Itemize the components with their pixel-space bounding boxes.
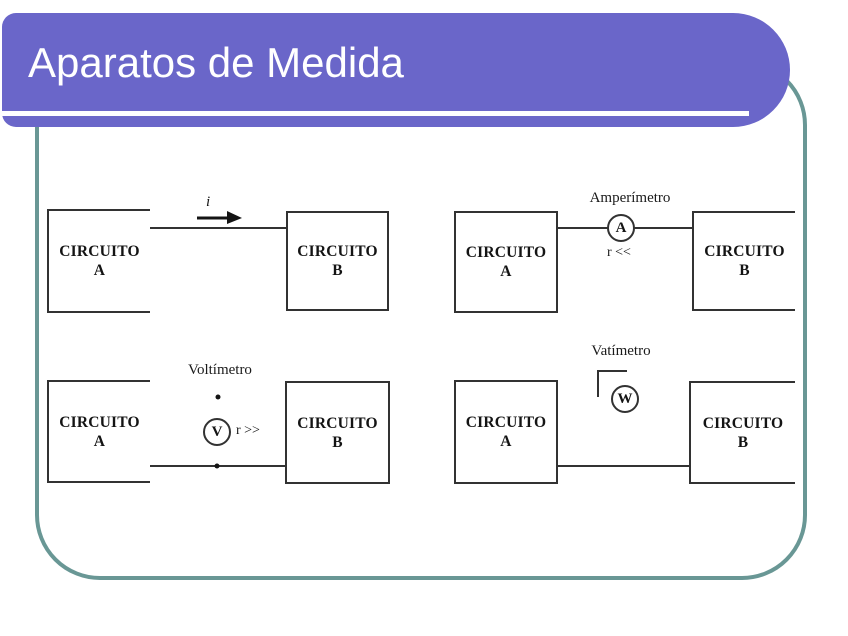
circuit-box-label: CIRCUITO xyxy=(704,243,785,260)
circuit-box-label: A xyxy=(93,262,106,279)
title-underline xyxy=(0,111,749,116)
circuit-box-b: CIRCUITO B xyxy=(285,381,390,484)
circuit-box-label: A xyxy=(500,433,512,450)
wattmeter-symbol: W xyxy=(611,385,639,413)
circuit-box-a: CIRCUITO A xyxy=(47,209,150,313)
slide-content-frame xyxy=(35,60,807,580)
circuit-box-b: CIRCUITO B xyxy=(692,211,795,311)
wattmeter-label: Vatímetro xyxy=(591,343,651,359)
circuit-box-b: CIRCUITO B xyxy=(286,211,389,311)
slide-title: Aparatos de Medida xyxy=(28,39,404,86)
circuit-box-label: B xyxy=(332,433,343,451)
circuit-box-a: CIRCUITO A xyxy=(47,380,150,483)
circuit-box-label: CIRCUITO xyxy=(702,414,784,432)
wattmeter-letter: W xyxy=(617,390,633,407)
ammeter-symbol: A xyxy=(607,214,635,242)
ammeter-letter: A xyxy=(615,219,627,236)
circuit-box-label: B xyxy=(737,433,749,451)
voltmeter-label: Voltímetro xyxy=(188,362,252,378)
circuit-box-a: CIRCUITO A xyxy=(454,380,558,484)
voltmeter-resistance-note: r >> xyxy=(236,423,260,438)
voltmeter-letter: V xyxy=(211,423,223,440)
title-banner xyxy=(2,13,790,127)
circuit-box-label: CIRCUITO xyxy=(59,413,140,431)
voltmeter-symbol: V xyxy=(203,418,231,446)
ammeter-label: Amperímetro xyxy=(589,190,671,206)
circuit-box-label: A xyxy=(93,432,106,450)
circuit-box-label: B xyxy=(739,262,750,279)
circuit-box-b: CIRCUITO B xyxy=(689,381,795,484)
circuit-box-label: CIRCUITO xyxy=(297,414,378,432)
circuit-box-label: CIRCUITO xyxy=(465,414,547,431)
circuit-box-label: B xyxy=(332,262,343,279)
circuit-box-label: CIRCUITO xyxy=(59,243,140,260)
circuit-box-label: CIRCUITO xyxy=(297,243,378,260)
circuit-box-label: A xyxy=(500,263,512,280)
current-label: i xyxy=(206,194,211,210)
circuit-box-a: CIRCUITO A xyxy=(454,211,558,313)
circuit-box-label: CIRCUITO xyxy=(465,244,547,261)
ammeter-resistance-note: r << xyxy=(607,245,631,260)
